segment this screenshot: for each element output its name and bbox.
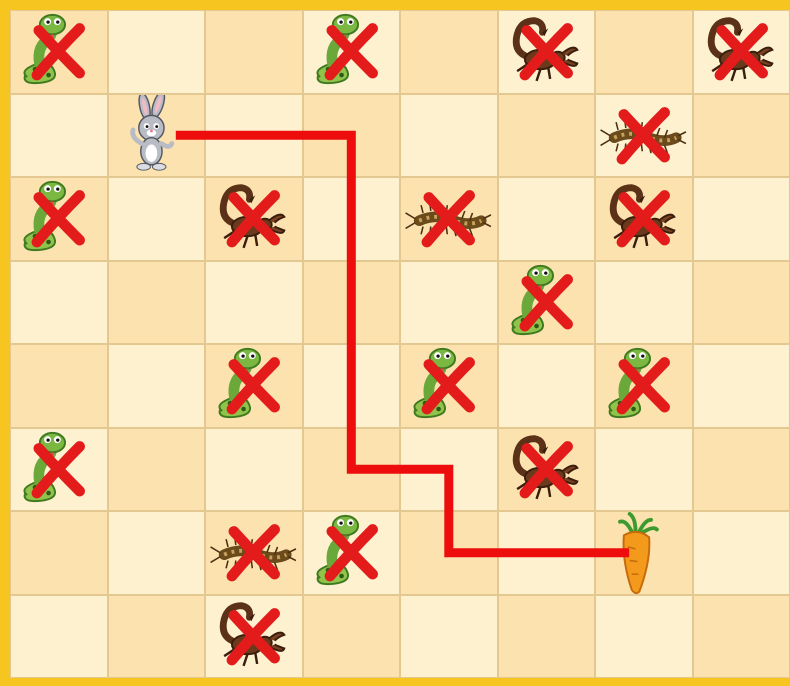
scorpion-icon (206, 596, 302, 678)
board-cell[interactable] (205, 94, 303, 178)
board-cell-snake[interactable] (10, 428, 108, 512)
board-cell[interactable] (595, 10, 693, 94)
board-cell[interactable] (693, 595, 790, 679)
snake-icon (304, 11, 400, 93)
snake-icon (499, 262, 595, 344)
board-cell[interactable] (595, 428, 693, 512)
board-cell[interactable] (108, 261, 206, 345)
scorpion-icon (694, 11, 790, 93)
board-cell[interactable] (303, 177, 401, 261)
board-cell-snake[interactable] (595, 344, 693, 428)
board-cell-snake[interactable] (400, 344, 498, 428)
centipede-icon (401, 178, 497, 260)
carrot-icon (596, 512, 692, 594)
board-cell-snake[interactable] (498, 261, 596, 345)
board-cell[interactable] (693, 428, 790, 512)
board-cell[interactable] (693, 177, 790, 261)
board-cell[interactable] (498, 94, 596, 178)
board-cell[interactable] (693, 344, 790, 428)
centipede-icon (596, 95, 692, 177)
snake-icon (11, 429, 107, 511)
board-cell[interactable] (498, 177, 596, 261)
board-cell-scorpion[interactable] (498, 428, 596, 512)
board-cell-snake[interactable] (10, 10, 108, 94)
board-cell[interactable] (400, 10, 498, 94)
board-cell-carrot[interactable] (595, 511, 693, 595)
board-cell[interactable] (400, 595, 498, 679)
board-cell[interactable] (400, 94, 498, 178)
board-cell-centipede[interactable] (205, 511, 303, 595)
board-cell[interactable] (498, 595, 596, 679)
board-cell[interactable] (10, 94, 108, 178)
snake-icon (304, 512, 400, 594)
board-cell[interactable] (303, 595, 401, 679)
scorpion-icon (596, 178, 692, 260)
board-cell[interactable] (10, 261, 108, 345)
board-cell[interactable] (108, 344, 206, 428)
board-cell[interactable] (595, 261, 693, 345)
board-cell[interactable] (10, 511, 108, 595)
board-cell-snake[interactable] (303, 511, 401, 595)
board-cell-snake[interactable] (303, 10, 401, 94)
board-cell[interactable] (303, 94, 401, 178)
board-cell[interactable] (108, 595, 206, 679)
board-cell[interactable] (205, 10, 303, 94)
board-cell[interactable] (400, 511, 498, 595)
board-cell[interactable] (693, 94, 790, 178)
board-cell[interactable] (303, 428, 401, 512)
snake-icon (206, 345, 302, 427)
board-cell[interactable] (303, 261, 401, 345)
board-cell-scorpion[interactable] (205, 595, 303, 679)
board-cell-scorpion[interactable] (693, 10, 790, 94)
board-cell[interactable] (10, 595, 108, 679)
board-cell[interactable] (595, 595, 693, 679)
scorpion-icon (499, 11, 595, 93)
scorpion-icon (499, 429, 595, 511)
board-cell-centipede[interactable] (400, 177, 498, 261)
snake-icon (11, 178, 107, 260)
board-cell-centipede[interactable] (595, 94, 693, 178)
board-cell[interactable] (400, 428, 498, 512)
centipede-icon (206, 512, 302, 594)
board-cell-snake[interactable] (205, 344, 303, 428)
board-cell[interactable] (498, 511, 596, 595)
board-cell[interactable] (205, 261, 303, 345)
board-cell-snake[interactable] (10, 177, 108, 261)
board-cell[interactable] (108, 10, 206, 94)
board-cell[interactable] (108, 511, 206, 595)
board-cell[interactable] (693, 261, 790, 345)
snake-icon (11, 11, 107, 93)
board-cell-scorpion[interactable] (595, 177, 693, 261)
snake-icon (401, 345, 497, 427)
board-cell[interactable] (498, 344, 596, 428)
board-cell[interactable] (205, 428, 303, 512)
board-cell-scorpion[interactable] (498, 10, 596, 94)
board-cell[interactable] (108, 177, 206, 261)
board-cell-scorpion[interactable] (205, 177, 303, 261)
snake-icon (596, 345, 692, 427)
board-cell[interactable] (693, 511, 790, 595)
rabbit-icon (109, 95, 205, 177)
board-cell[interactable] (303, 344, 401, 428)
scorpion-icon (206, 178, 302, 260)
board-cell[interactable] (400, 261, 498, 345)
board-grid (10, 10, 790, 678)
board-cell-rabbit[interactable] (108, 94, 206, 178)
board-cell[interactable] (108, 428, 206, 512)
board-cell[interactable] (10, 344, 108, 428)
